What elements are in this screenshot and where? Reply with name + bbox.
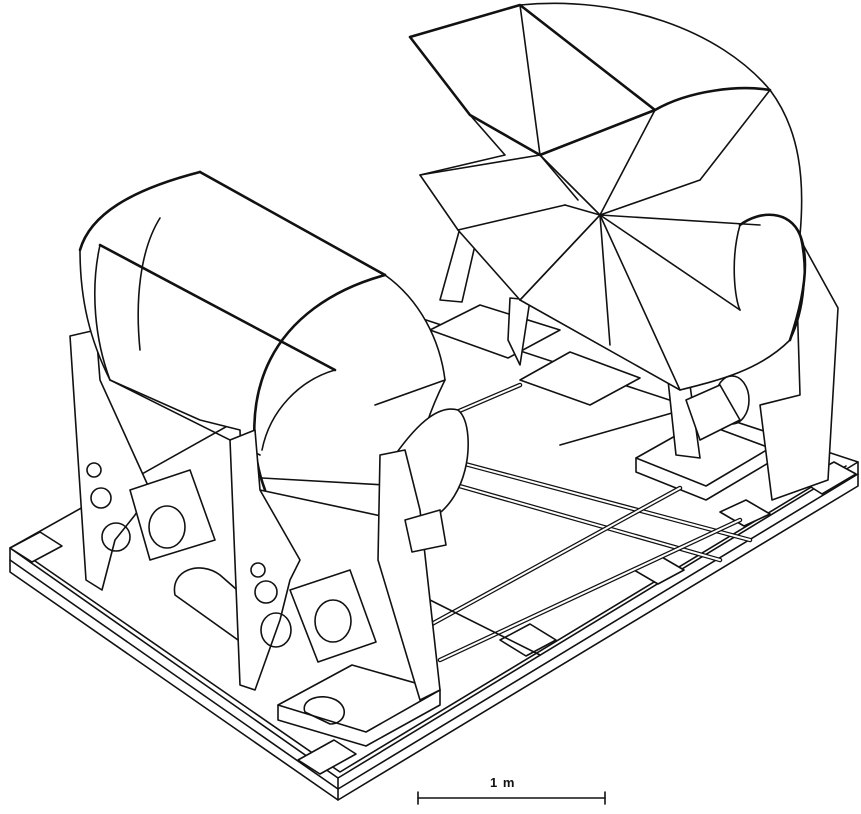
scale-bar-label: 1 m <box>490 775 516 790</box>
left-vessel-closed <box>69 170 469 701</box>
scale-bar <box>417 791 606 805</box>
right-vessel-open <box>408 2 839 501</box>
